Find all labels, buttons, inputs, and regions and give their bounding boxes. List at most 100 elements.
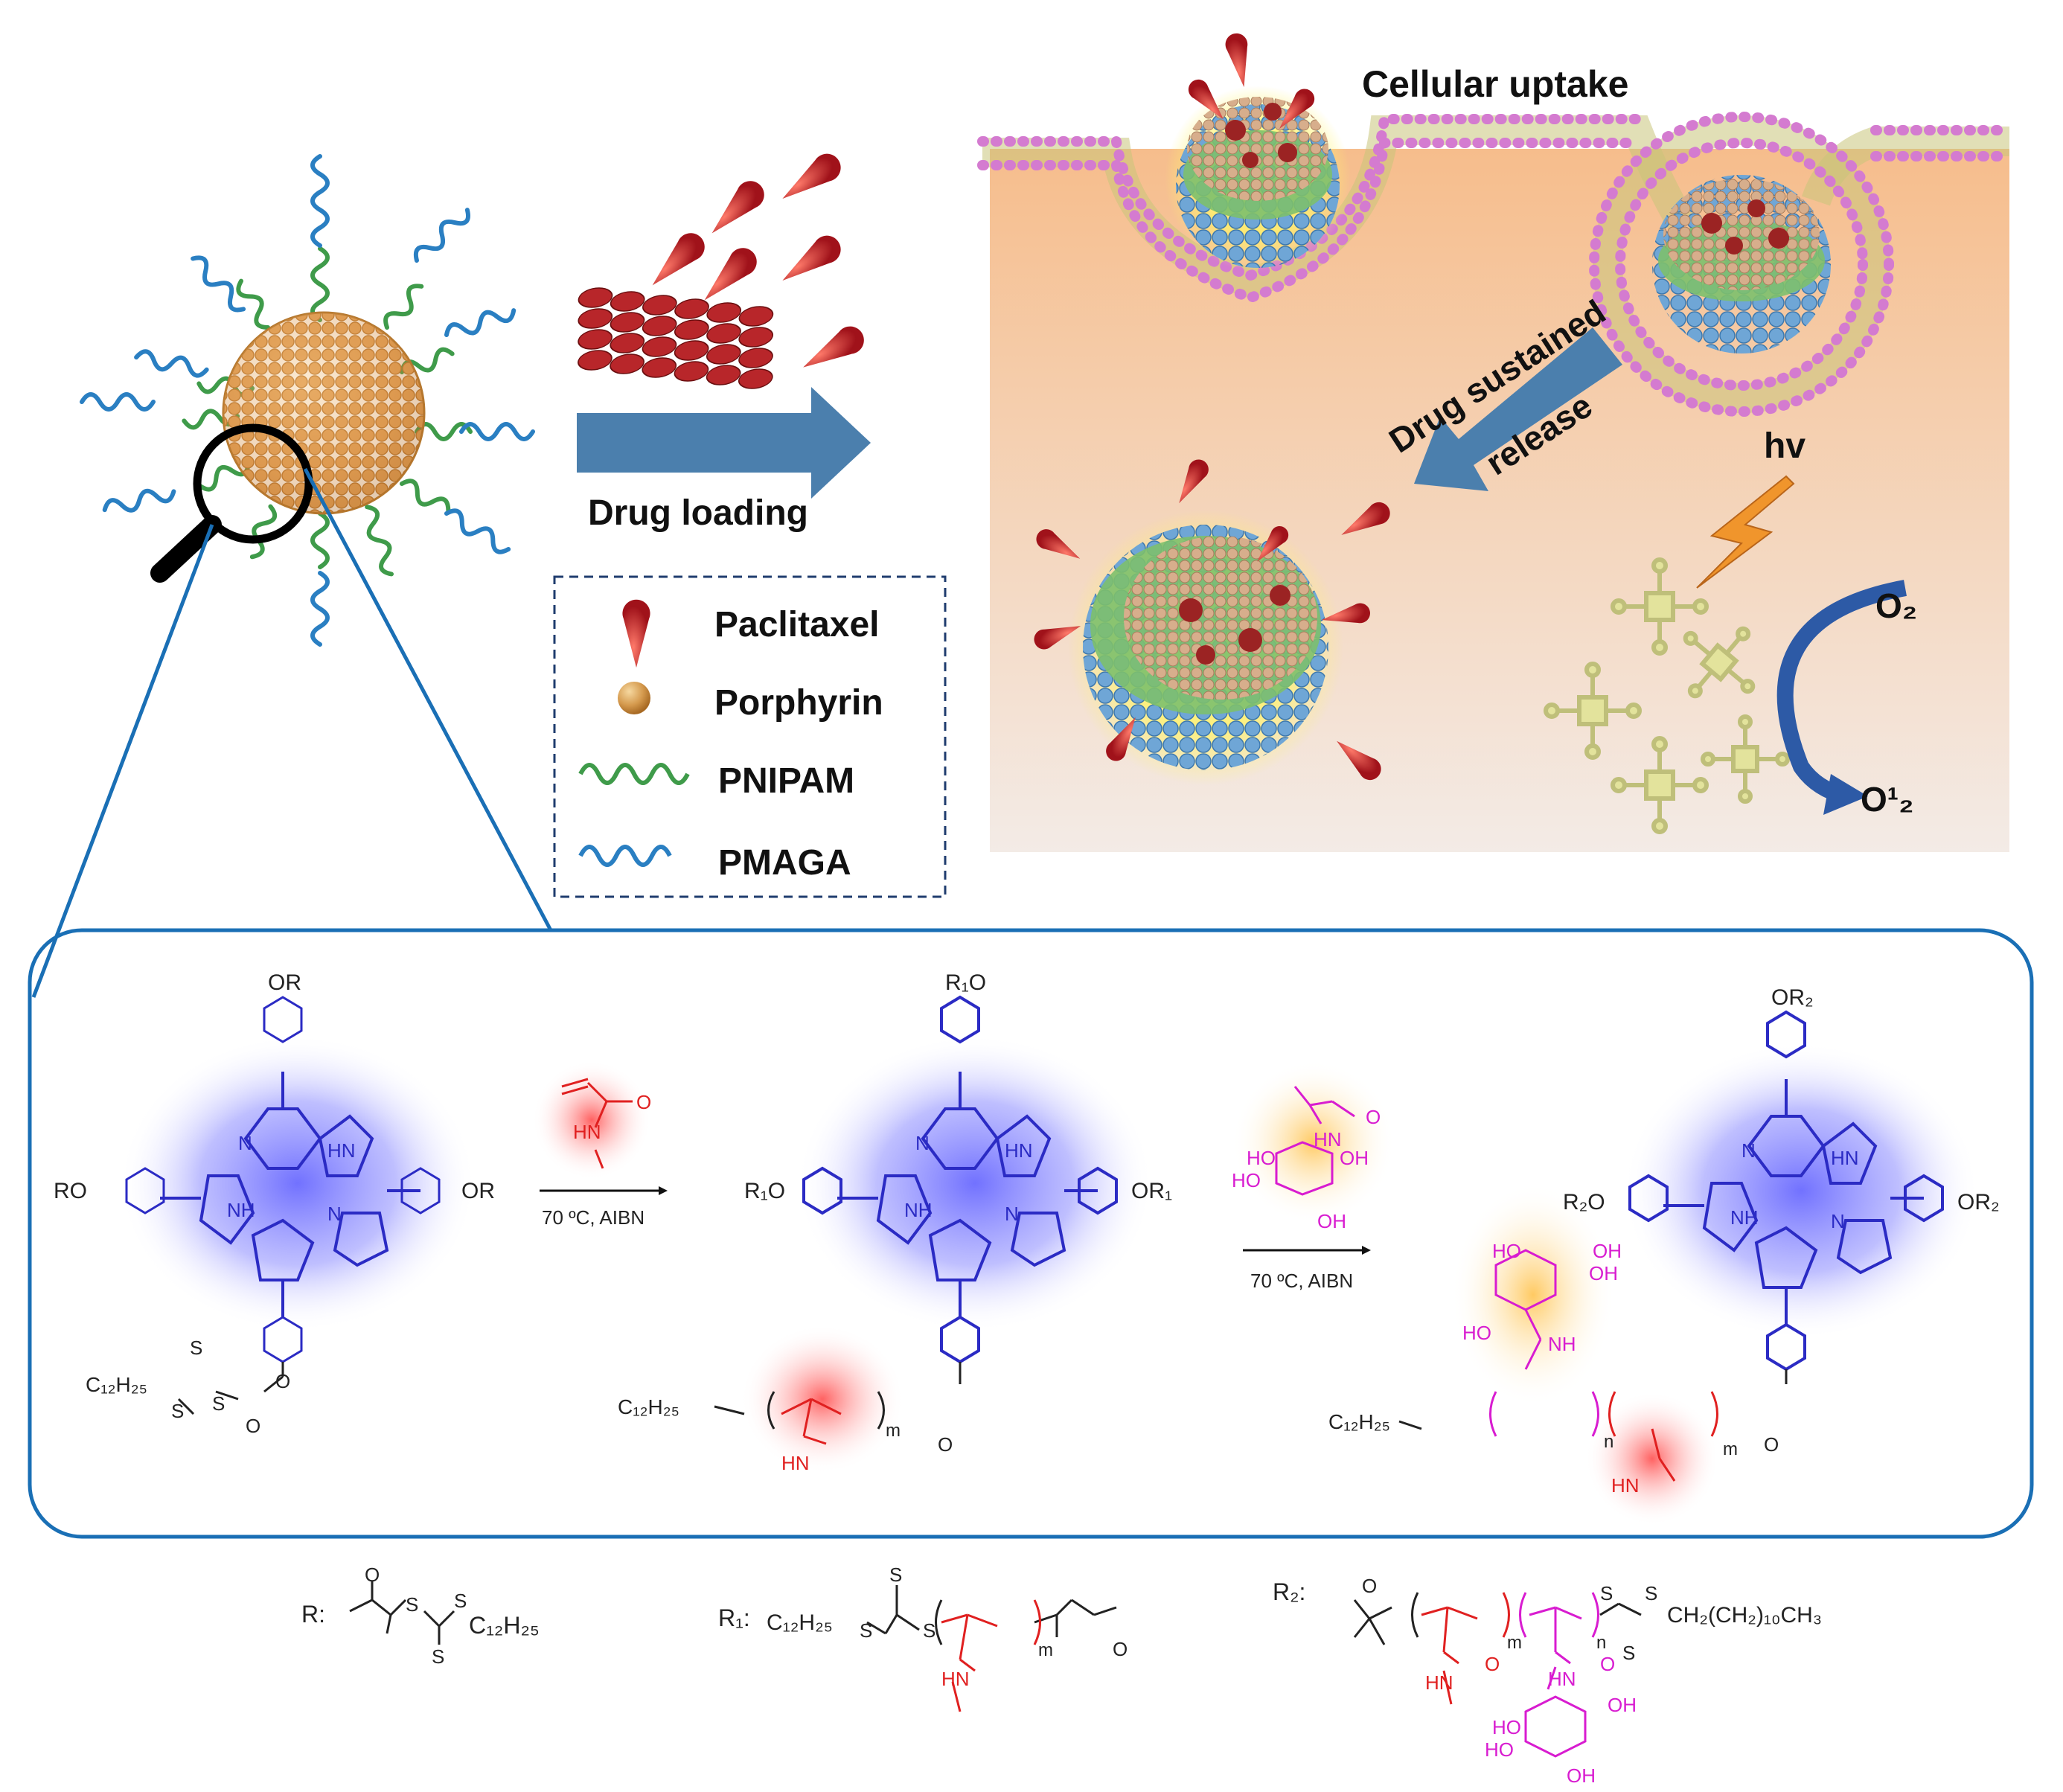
- def-r-s1: S: [406, 1593, 418, 1616]
- p3-oh2: OH: [1589, 1262, 1618, 1284]
- step1-condition: 70 ºC, AIBN: [542, 1206, 645, 1229]
- magnifier-icon: [150, 423, 313, 583]
- porphyrin-2: R₁O R₁O OR₁ N HN NH N C₁₂H₂₅ m HN O: [618, 970, 1172, 1474]
- def-r2-hn2: HN: [1548, 1668, 1576, 1690]
- p3-ho1: HO: [1492, 1240, 1521, 1262]
- p3-hn: HN: [1831, 1147, 1859, 1169]
- p3-n: n: [1604, 1432, 1613, 1452]
- drug-loading-label: Drug loading: [588, 493, 808, 533]
- p1-s1: S: [171, 1400, 184, 1422]
- p2-o: O: [938, 1433, 953, 1456]
- uptake-micelle: [1165, 31, 1351, 272]
- cellular-uptake-label: Cellular uptake: [1362, 63, 1628, 105]
- def-r1-o: O: [1113, 1638, 1128, 1660]
- p3-nh: NH: [1548, 1333, 1576, 1355]
- oxygen-conversion-arrow: [1776, 580, 1907, 804]
- drug-loading-arrow: [577, 387, 871, 499]
- p3-c12h25: C₁₂H₂₅: [1328, 1410, 1390, 1433]
- p2-nh: NH: [904, 1199, 933, 1221]
- def-r2-s3: S: [1622, 1642, 1635, 1664]
- p3-n2: N: [1831, 1210, 1845, 1232]
- p3-ho2: HO: [1462, 1322, 1491, 1344]
- r-group-definitions: R: O S S S C₁₂H₂₅ R₁: C₁₂H₂₅ S S: [301, 1564, 1822, 1787]
- step-2: O HN HO HO OH OH 70 ºC, AIBN: [1232, 1060, 1395, 1292]
- p2-or1-right: OR₁: [1131, 1179, 1172, 1203]
- p1-hn: HN: [327, 1139, 356, 1162]
- def-r2-label: R₂:: [1273, 1578, 1305, 1605]
- def-r-label: R:: [301, 1601, 325, 1628]
- def-r1-s1: S: [860, 1619, 872, 1642]
- polymer-chains: [80, 154, 535, 647]
- porphyrin-1: OR RO OR N HN NH N C₁₂H₂₅ S S S O O: [54, 970, 495, 1437]
- def-r1-m: m: [1038, 1640, 1053, 1660]
- singlet-o2-label: O¹₂: [1861, 780, 1914, 819]
- p2-c12h25: C₁₂H₂₅: [618, 1395, 679, 1418]
- synthesis-scheme-frame: [28, 928, 2034, 1539]
- p1-c12h25: C₁₂H₂₅: [86, 1373, 147, 1396]
- step2-o: O: [1366, 1106, 1381, 1128]
- def-r1-s2: S: [889, 1564, 902, 1586]
- paclitaxel-drop-icon: [622, 599, 650, 668]
- def-r-s2: S: [432, 1645, 444, 1668]
- p1-nh: NH: [227, 1199, 255, 1221]
- def-r2-o2: O: [1485, 1653, 1500, 1675]
- lightning-icon: [1696, 475, 1795, 589]
- green-chain-icon: [578, 763, 690, 785]
- def-r2-hn: HN: [1425, 1671, 1453, 1694]
- nanoparticle-group: [80, 154, 535, 647]
- p1-or-right: OR: [461, 1179, 495, 1203]
- p1-n1: N: [238, 1132, 252, 1154]
- def-r2-oh2: OH: [1567, 1764, 1596, 1787]
- p3-or2-top: OR₂: [1771, 985, 1814, 1010]
- p2-hn: HN: [1005, 1139, 1033, 1162]
- p1-ro-left: RO: [54, 1179, 87, 1203]
- def-r2-s1: S: [1600, 1582, 1613, 1604]
- def-r2-m: m: [1507, 1633, 1522, 1653]
- def-r2-s2: S: [1645, 1582, 1657, 1604]
- def-r2-n: n: [1596, 1633, 1606, 1653]
- def-r-o: O: [365, 1564, 380, 1586]
- def-r1-label: R₁:: [718, 1604, 750, 1631]
- photosensitizer-molecules: [1544, 557, 1790, 834]
- p3-n1: N: [1741, 1139, 1756, 1162]
- step1-o: O: [636, 1091, 651, 1113]
- endosome-micelle: [1652, 175, 1831, 353]
- def-r2-o3: O: [1600, 1653, 1615, 1675]
- porphyrin-3: OR₂ R₂O OR₂ N HN NH N HO OH OH HO NH C₁₂…: [1328, 985, 2000, 1526]
- legend-pnipam-label: PNIPAM: [718, 761, 854, 801]
- legend-paclitaxel-label: Paclitaxel: [714, 605, 879, 644]
- step2-ho2: HO: [1232, 1169, 1261, 1191]
- step1-hn: HN: [573, 1121, 601, 1143]
- legend-porphyrin-label: Porphyrin: [714, 683, 883, 723]
- def-r1-head: C₁₂H₂₅: [767, 1610, 833, 1635]
- p1-or-top: OR: [268, 970, 301, 995]
- p1-o2: O: [275, 1370, 290, 1392]
- p2-n2: N: [1005, 1203, 1019, 1225]
- step2-oh2: OH: [1317, 1210, 1346, 1232]
- p3-hn: HN: [1611, 1474, 1640, 1497]
- releasing-micelle: [1031, 455, 1395, 785]
- step2-ho1: HO: [1247, 1147, 1276, 1169]
- p1-o1: O: [246, 1415, 260, 1437]
- def-r-tail: C₁₂H₂₅: [469, 1612, 540, 1639]
- p3-oh1: OH: [1593, 1240, 1622, 1262]
- def-r2-ho1: HO: [1492, 1716, 1521, 1738]
- p3-o: O: [1764, 1433, 1779, 1456]
- drug-release-arrow: [1414, 327, 1622, 491]
- p3-or2-right: OR₂: [1957, 1190, 2000, 1215]
- def-r2-o: O: [1362, 1575, 1377, 1597]
- o2-label: O₂: [1875, 586, 1917, 625]
- step-1: O HN 70 ºC, AIBN: [532, 1060, 668, 1229]
- step2-hn: HN: [1314, 1128, 1342, 1151]
- p3-r2o-left: R₂O: [1563, 1190, 1605, 1215]
- def-r2-tail: CH₂(CH₂)₁₀CH₃: [1667, 1603, 1822, 1628]
- p1-s2: S: [190, 1337, 202, 1359]
- porphyrin-sphere-icon: [618, 682, 650, 714]
- def-r2-ho2: HO: [1485, 1738, 1514, 1761]
- legend-box: Paclitaxel Porphyrin PNIPAM PMAGA: [553, 575, 947, 898]
- p2-m: m: [886, 1421, 901, 1441]
- step2-oh1: OH: [1340, 1147, 1369, 1169]
- p1-n2: N: [327, 1203, 342, 1225]
- def-r1-s3: S: [923, 1619, 935, 1642]
